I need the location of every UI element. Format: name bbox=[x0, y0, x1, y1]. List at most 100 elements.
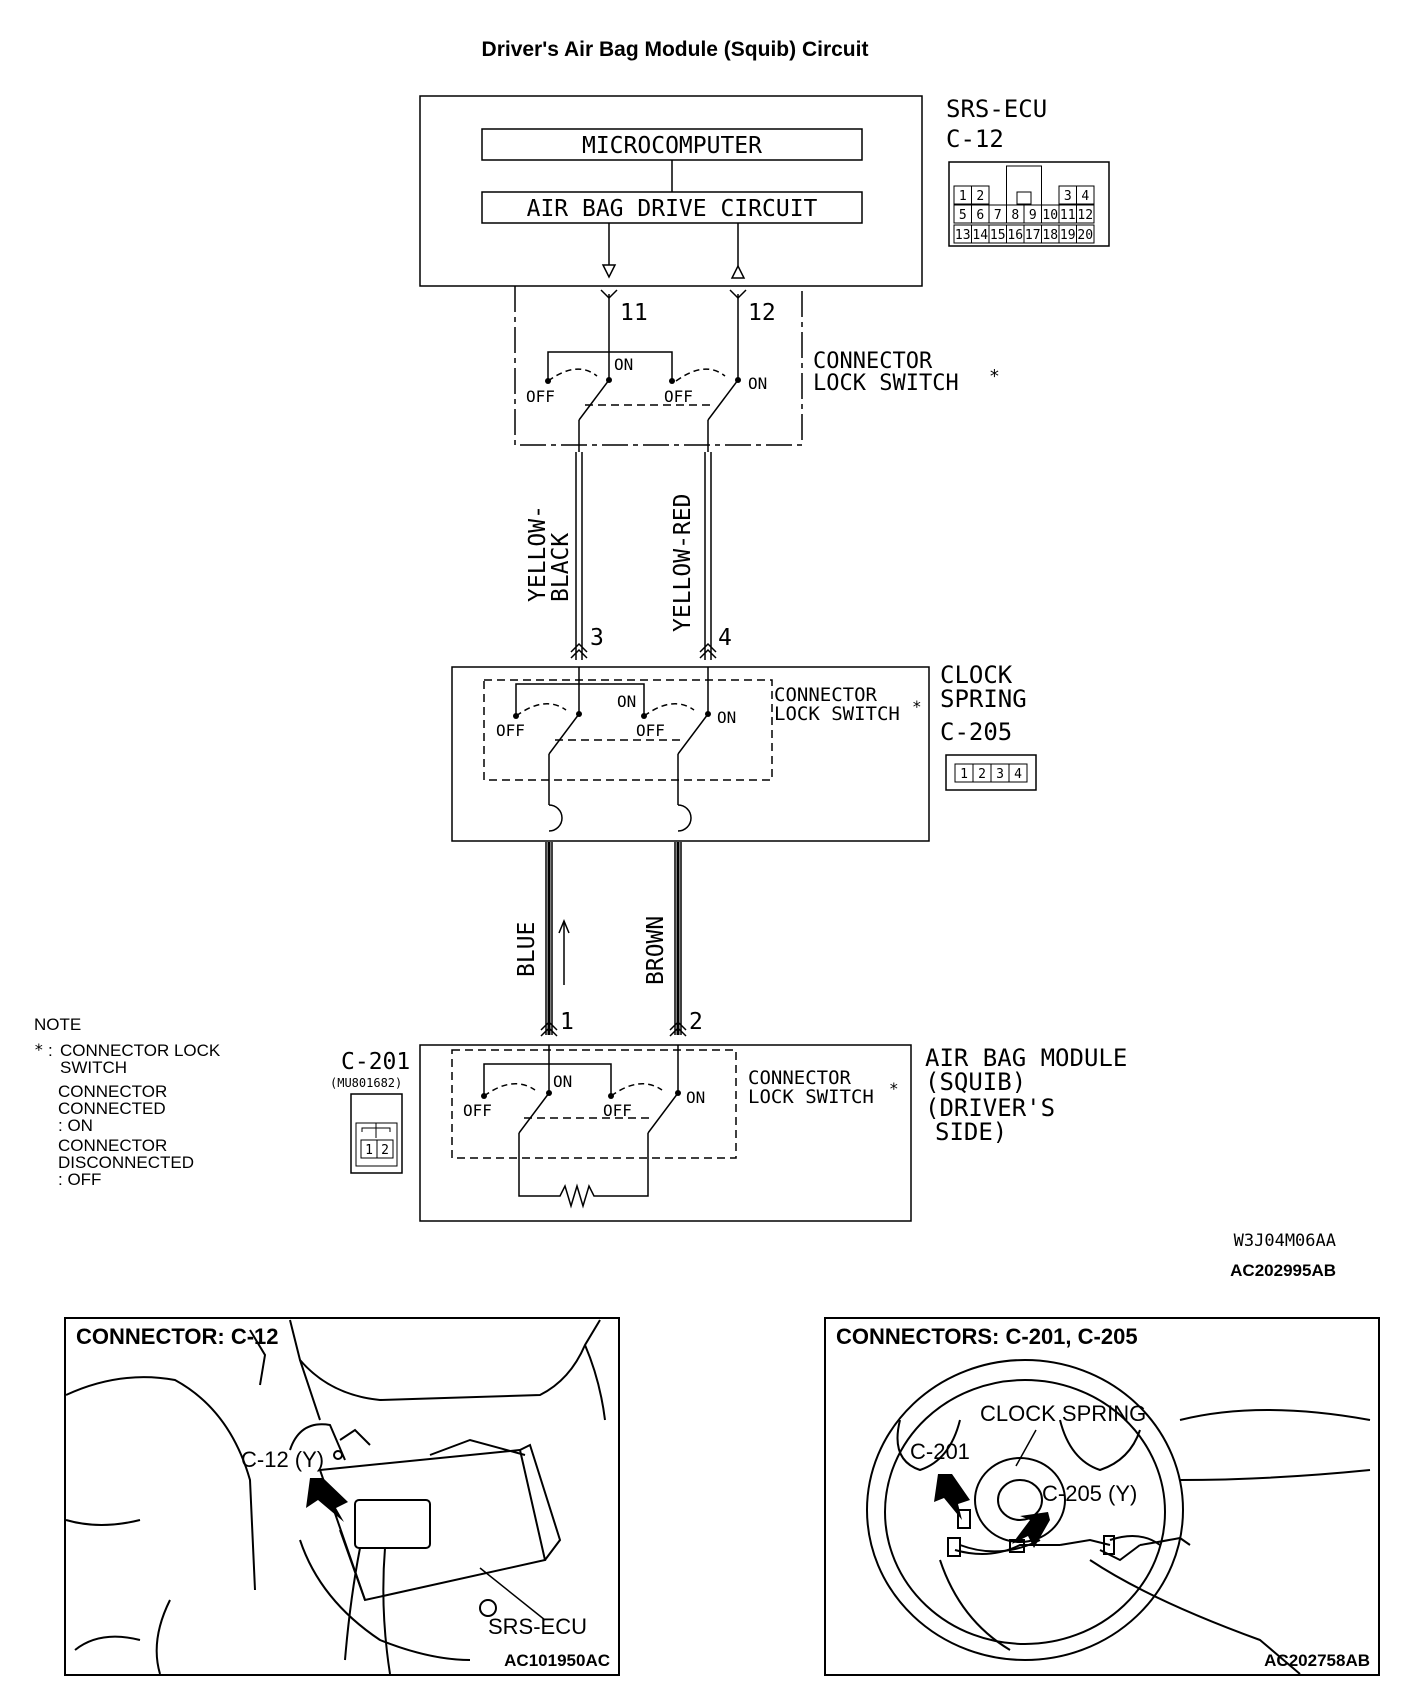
inset-c12-figure-id: AC101950AC bbox=[504, 1651, 610, 1670]
c12-pin-4-cell bbox=[1076, 185, 1095, 205]
srs-ecu-box bbox=[419, 95, 923, 287]
c205-pin-1-label: 1 bbox=[960, 767, 968, 782]
svg-text::: : bbox=[48, 1041, 53, 1060]
ecu-switch-b-on: ON bbox=[748, 374, 767, 393]
ecu-lock-switch-block bbox=[514, 286, 803, 452]
diagram-code: W3J04M06AA bbox=[1234, 1231, 1336, 1251]
srs-ecu-connector: C-12 bbox=[946, 125, 1004, 153]
c201-connector-label: C-201 bbox=[341, 1049, 410, 1075]
c201-pin-2-label: 2 bbox=[381, 1143, 389, 1158]
am-lock-switch-mark: * bbox=[889, 1079, 899, 1098]
am-switch-a-on: ON bbox=[553, 1072, 572, 1091]
yellow-black-label: YELLOW- BLACK bbox=[525, 505, 574, 602]
c12-callout-arrow bbox=[306, 1478, 348, 1522]
note-line-5: : ON bbox=[58, 1116, 93, 1135]
airbag-module-name-1: AIR BAG MODULE bbox=[925, 1044, 1127, 1072]
c12-pin-20-cell bbox=[1076, 224, 1095, 244]
c12-pin-20-label: 20 bbox=[1077, 228, 1093, 243]
inset-srs-ecu-label: SRS-ECU bbox=[488, 1614, 587, 1639]
ecu-lock-switch-mark: * bbox=[989, 366, 1000, 387]
note-line-6: CONNECTOR bbox=[58, 1136, 167, 1155]
cs-switch-b-on: ON bbox=[717, 708, 736, 727]
input-arrow-up bbox=[730, 264, 746, 279]
c12-pin-15-label: 15 bbox=[990, 228, 1006, 243]
note-block: NOTE * : CONNECTOR LOCK SWITCH CONNECTOR… bbox=[34, 1015, 221, 1189]
clock-spring-block bbox=[451, 666, 930, 842]
diagram-title: Driver's Air Bag Module (Squib) Circuit bbox=[482, 38, 869, 61]
inset-c201-c205-title: CONNECTORS: C-201, C-205 bbox=[836, 1324, 1138, 1349]
wire-brown: BROWN bbox=[643, 916, 669, 985]
c12-pin-3-label: 3 bbox=[1064, 189, 1072, 204]
c12-pin-2-label: 2 bbox=[976, 189, 984, 204]
c12-pin-2-cell bbox=[971, 185, 990, 205]
am-switch-a-off: OFF bbox=[463, 1101, 492, 1120]
inset-c12-title: CONNECTOR: C-12 bbox=[76, 1324, 279, 1349]
dashboard-sketch bbox=[65, 1319, 606, 1675]
inset-c12-callout: C-12 (Y) bbox=[241, 1447, 324, 1472]
note-heading: NOTE bbox=[34, 1015, 81, 1034]
c12-pin-14-label: 14 bbox=[972, 228, 988, 243]
clock-spring-name-1: CLOCK bbox=[940, 661, 1013, 689]
ecu-pin-11: 11 bbox=[620, 300, 648, 326]
c205-pin-2-label: 2 bbox=[978, 767, 986, 782]
c12-pin-5-label: 5 bbox=[959, 208, 967, 223]
note-line-8: : OFF bbox=[58, 1170, 101, 1189]
c12-pin-19-label: 19 bbox=[1060, 228, 1076, 243]
spring-coil-b bbox=[677, 804, 692, 832]
am-lock-switch-label-1: CONNECTOR bbox=[748, 1067, 852, 1089]
inset-c205-label: C-205 (Y) bbox=[1042, 1481, 1137, 1506]
srs-ecu-block bbox=[419, 95, 923, 287]
airbag-module-name-4: SIDE) bbox=[935, 1118, 1007, 1146]
am-switch-b-off: OFF bbox=[603, 1101, 632, 1120]
wire-yellow-black-2: BLACK bbox=[548, 533, 574, 602]
wire-yellow-black-1: YELLOW- bbox=[525, 505, 551, 602]
c12-pin-12-cell bbox=[1076, 204, 1095, 224]
c12-pin-4-label: 4 bbox=[1081, 189, 1089, 204]
c205-pin-4-cell bbox=[1008, 763, 1028, 783]
cs-lock-switch-label-2: LOCK SWITCH bbox=[774, 703, 900, 725]
c12-pin-12-label: 12 bbox=[1077, 208, 1093, 223]
c12-pin-13-label: 13 bbox=[955, 228, 971, 243]
c201-pin-1-label: 1 bbox=[365, 1143, 373, 1158]
srs-ecu-name: SRS-ECU bbox=[946, 95, 1047, 123]
cs-switch-a-off: OFF bbox=[496, 721, 525, 740]
microcomputer-label: MICROCOMPUTER bbox=[582, 133, 762, 159]
spring-coil-a bbox=[548, 804, 563, 832]
airbag-module-name-2: (SQUIB) bbox=[925, 1068, 1026, 1096]
c201-pin-2-cell bbox=[376, 1139, 394, 1159]
c12-pin-17-label: 17 bbox=[1025, 228, 1041, 243]
note-line-2: SWITCH bbox=[60, 1058, 127, 1077]
ecu-lock-switch-label-2: LOCK SWITCH bbox=[813, 371, 959, 396]
ecu-switch-b-off: OFF bbox=[664, 387, 693, 406]
c12-pin-9-label: 9 bbox=[1029, 208, 1037, 223]
airbag-module-name-3: (DRIVER'S bbox=[925, 1094, 1055, 1122]
cs-switch-a-on: ON bbox=[617, 692, 636, 711]
c12-pin-8-label: 8 bbox=[1011, 208, 1019, 223]
cs-lock-switch-mark: * bbox=[912, 697, 922, 716]
note-line-1: CONNECTOR LOCK bbox=[60, 1041, 221, 1060]
c205-pin-3-label: 3 bbox=[996, 767, 1004, 782]
airbag-module-block bbox=[419, 1044, 912, 1222]
c12-pin-7-label: 7 bbox=[994, 208, 1002, 223]
c205-pin-4-label: 4 bbox=[1014, 767, 1022, 782]
ecu-switch-a-on: ON bbox=[614, 355, 633, 374]
c12-pin-11-label: 11 bbox=[1060, 208, 1076, 223]
c12-pin-1-label: 1 bbox=[959, 189, 967, 204]
ecu-pin-12: 12 bbox=[748, 300, 776, 326]
wire-yellow-red: YELLOW-RED bbox=[670, 494, 696, 632]
c205-callout-arrow bbox=[1012, 1512, 1050, 1548]
note-line-4: CONNECTED bbox=[58, 1099, 166, 1118]
diagram-figure-id: AC202995AB bbox=[1230, 1261, 1336, 1280]
module-pin-2: 2 bbox=[689, 1009, 703, 1035]
c12-key-notch bbox=[1006, 165, 1042, 205]
ecu-lock-switch-label-1: CONNECTOR bbox=[813, 349, 933, 374]
note-line-7: DISCONNECTED bbox=[58, 1153, 194, 1172]
am-switch-b-on: ON bbox=[686, 1088, 705, 1107]
note-line-3: CONNECTOR bbox=[58, 1082, 167, 1101]
cs-lock-switch-label-1: CONNECTOR bbox=[774, 684, 878, 706]
inset-c201-c205-figure-id: AC202758AB bbox=[1264, 1651, 1370, 1670]
